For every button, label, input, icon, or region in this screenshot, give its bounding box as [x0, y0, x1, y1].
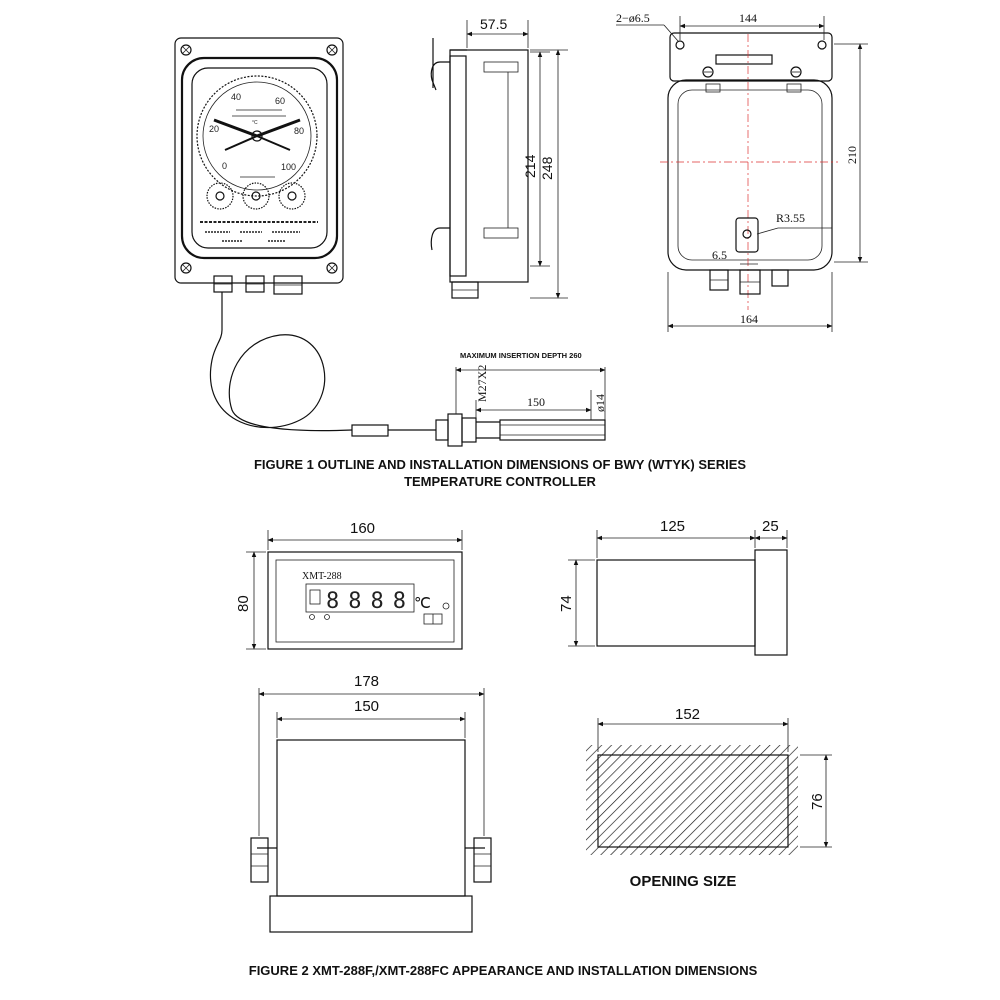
- bwy-front-view: 0 20 40 60 80 100 °C: [174, 37, 344, 295]
- bracket-screw-icons: [702, 66, 802, 93]
- cable-gland-icons: [213, 275, 303, 295]
- xmt-top-inner-width-label: 150: [354, 698, 379, 715]
- back-holes-label: 2−ø6.5: [616, 11, 650, 25]
- dial-label-80: 80: [294, 126, 304, 136]
- back-radius-label: R3.55: [776, 211, 805, 225]
- xmt-top-outer-width-label: 178: [354, 673, 379, 690]
- xmt-front-view: XMT-288 8888 ℃ 160 80: [235, 520, 463, 650]
- xmt-side-height-label: 74: [558, 595, 575, 612]
- setting-knob-icons: [206, 182, 306, 210]
- probe-length-label: 150: [527, 395, 545, 409]
- nameplate-small-print: [200, 221, 318, 242]
- xmt-front-height-label: 80: [235, 595, 252, 612]
- figure1-caption-line2: TEMPERATURE CONTROLLER: [404, 474, 596, 489]
- back-offset-label: 6.5: [712, 248, 727, 262]
- back-gland-icons: [709, 269, 789, 295]
- side-outer-height-label: 248: [539, 156, 555, 180]
- dial-label-20: 20: [209, 124, 219, 134]
- mounting-screw-icons: [180, 44, 338, 274]
- dial: 0 20 40 60 80 100 °C: [196, 75, 318, 197]
- xmt-bezel-depth-label: 25: [762, 518, 779, 535]
- side-depth-label: 57.5: [480, 16, 507, 32]
- opening-height-label: 76: [809, 793, 826, 810]
- probe-thread-label: M27X2: [475, 365, 489, 402]
- bwy-back-view: R3.55 6.5 144 2−ø6.5 210 164: [616, 11, 868, 332]
- dial-label-0: 0: [222, 161, 227, 171]
- opening-width-label: 152: [675, 706, 700, 723]
- xmt-display-digits: 8888: [326, 589, 406, 614]
- back-height-label: 210: [845, 146, 859, 164]
- probe: MAXIMUM INSERTION DEPTH 260 150 M27X2 ø1…: [435, 351, 607, 447]
- dial-label-60: 60: [275, 96, 285, 106]
- xmt-body-depth-label: 125: [660, 518, 685, 535]
- xmt-front-width-label: 160: [350, 520, 375, 537]
- dial-label-100: 100: [281, 162, 296, 172]
- xmt-opening-view: 152 76 OPENING SIZE: [586, 706, 832, 890]
- xmt-model-label: XMT-288: [302, 571, 342, 582]
- bwy-side-view: 57.5 214 248: [430, 16, 568, 299]
- dial-label-40: 40: [231, 92, 241, 102]
- xmt-top-view: 178 150: [250, 673, 492, 933]
- opening-size-label: OPENING SIZE: [630, 873, 737, 890]
- back-top-width-label: 144: [739, 11, 757, 25]
- figure1-caption-line1: FIGURE 1 OUTLINE AND INSTALLATION DIMENS…: [254, 457, 746, 472]
- capillary-tube: [209, 292, 436, 437]
- xmt-control-icons: [309, 602, 450, 625]
- probe-diameter-label: ø14: [593, 394, 607, 412]
- side-inner-height-label: 214: [522, 154, 538, 178]
- dial-unit: °C: [252, 120, 258, 126]
- xmt-side-view: 125 25 74: [558, 518, 788, 656]
- figure2-caption: FIGURE 2 XMT-288F,/XMT-288FC APPEARANCE …: [249, 963, 758, 978]
- probe-max-depth-label: MAXIMUM INSERTION DEPTH 260: [460, 351, 582, 360]
- xmt-unit-label: ℃: [414, 595, 431, 612]
- back-bottom-width-label: 164: [740, 312, 758, 326]
